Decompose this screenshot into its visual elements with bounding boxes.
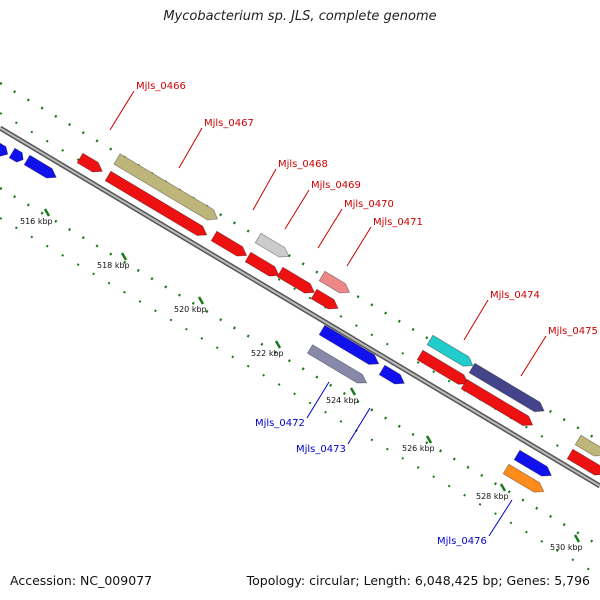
- gene-arrow: [104, 170, 208, 236]
- tick-label: 518 kbp: [97, 261, 130, 270]
- leader-line: [346, 226, 372, 267]
- accession-text: Accession: NC_009077: [10, 573, 153, 588]
- leader-line: [317, 208, 343, 249]
- gene-label-text: Mjls_0470: [344, 199, 394, 210]
- major-tick: [274, 340, 282, 349]
- gene-arrow: [460, 378, 534, 427]
- gene-arrow: [254, 232, 290, 258]
- gene-arrow: [276, 266, 315, 294]
- gene-arrow: [76, 152, 103, 173]
- gene-arrow: [318, 270, 351, 294]
- major-tick: [425, 435, 433, 444]
- leader-line: [109, 90, 135, 131]
- gene-label-text: Mjls_0472: [255, 418, 305, 429]
- tick-label: 528 kbp: [476, 492, 509, 501]
- gene-label: Mjls_0466: [109, 81, 186, 131]
- leader-line: [463, 299, 489, 341]
- leader-line: [488, 499, 513, 537]
- major-tick: [43, 208, 51, 217]
- tick-label: 526 kbp: [402, 444, 435, 453]
- gene-label: Mjls_0473: [296, 407, 371, 455]
- gene-label: Mjls_0476: [437, 499, 513, 547]
- gene-arrow: [244, 251, 280, 277]
- gene-label: Mjls_0469: [284, 180, 361, 230]
- topology-text: Topology: circular; Length: 6,048,425 bp…: [246, 573, 590, 588]
- gene-arrow: [8, 147, 24, 163]
- gene-label-text: Mjls_0466: [136, 81, 186, 92]
- genome-backbone: [0, 125, 600, 489]
- leader-line: [347, 407, 371, 445]
- gene-arrow: [310, 288, 339, 310]
- leader-line: [178, 127, 203, 169]
- tick-label: 520 kbp: [174, 305, 207, 314]
- gene-arrow: [210, 230, 248, 257]
- gene-arrow: [0, 140, 9, 157]
- tick-rail: [0, 186, 600, 548]
- leader-line: [520, 335, 547, 377]
- gene-label: Mjls_0472: [255, 381, 330, 429]
- gene-arrow: [318, 324, 380, 365]
- major-tick: [349, 387, 357, 396]
- gene-arrow: [468, 362, 545, 413]
- gene-label-text: Mjls_0475: [548, 326, 598, 337]
- leader-line: [252, 168, 277, 211]
- gene-arrow: [416, 349, 469, 385]
- gene-label-text: Mjls_0468: [278, 159, 328, 170]
- tick-labels: 516 kbp 518 kbp 520 kbp 522 kbp 524 kbp 526 k…: [20, 208, 583, 552]
- gene-label: Mjls_0474: [463, 290, 540, 341]
- gene-label: Mjls_0475: [520, 326, 598, 377]
- tick-label: 530 kbp: [550, 543, 583, 552]
- gene-label-text: Mjls_0469: [311, 180, 361, 191]
- major-tick: [573, 534, 581, 543]
- tick-label: 522 kbp: [251, 349, 284, 358]
- gene-label: Mjls_0470: [317, 199, 394, 249]
- tick-label: 516 kbp: [20, 217, 53, 226]
- major-tick: [120, 252, 128, 261]
- gene-arrow: [513, 449, 552, 477]
- gene-labels: Mjls_0466Mjls_0467Mjls_0468Mjls_0469Mjls…: [109, 81, 598, 547]
- major-tick: [499, 483, 507, 492]
- gene-arrow: [306, 344, 368, 384]
- gene-label-text: Mjls_0471: [373, 217, 423, 228]
- gene-features: [0, 140, 600, 493]
- gene-label: Mjls_0467: [178, 118, 254, 169]
- tick-rails: [0, 81, 600, 577]
- gene-label-text: Mjls_0476: [437, 536, 487, 547]
- page-title: Mycobacterium sp. JLS, complete genome: [163, 9, 437, 24]
- gene-arrow: [378, 364, 405, 385]
- gene-arrow: [502, 463, 545, 493]
- leader-line: [306, 381, 330, 419]
- gene-arrow: [574, 434, 600, 457]
- gene-label: Mjls_0468: [252, 159, 328, 211]
- gene-label: Mjls_0471: [346, 217, 423, 267]
- gene-label-text: Mjls_0474: [490, 290, 540, 301]
- gene-arrow: [23, 154, 57, 179]
- gene-label-text: Mjls_0467: [204, 118, 254, 129]
- major-tick: [197, 296, 205, 305]
- leader-line: [284, 189, 310, 230]
- gene-arrow: [426, 334, 474, 367]
- gene-arrow: [113, 153, 219, 221]
- gene-label-text: Mjls_0473: [296, 444, 346, 455]
- tick-label: 524 kbp: [326, 396, 359, 405]
